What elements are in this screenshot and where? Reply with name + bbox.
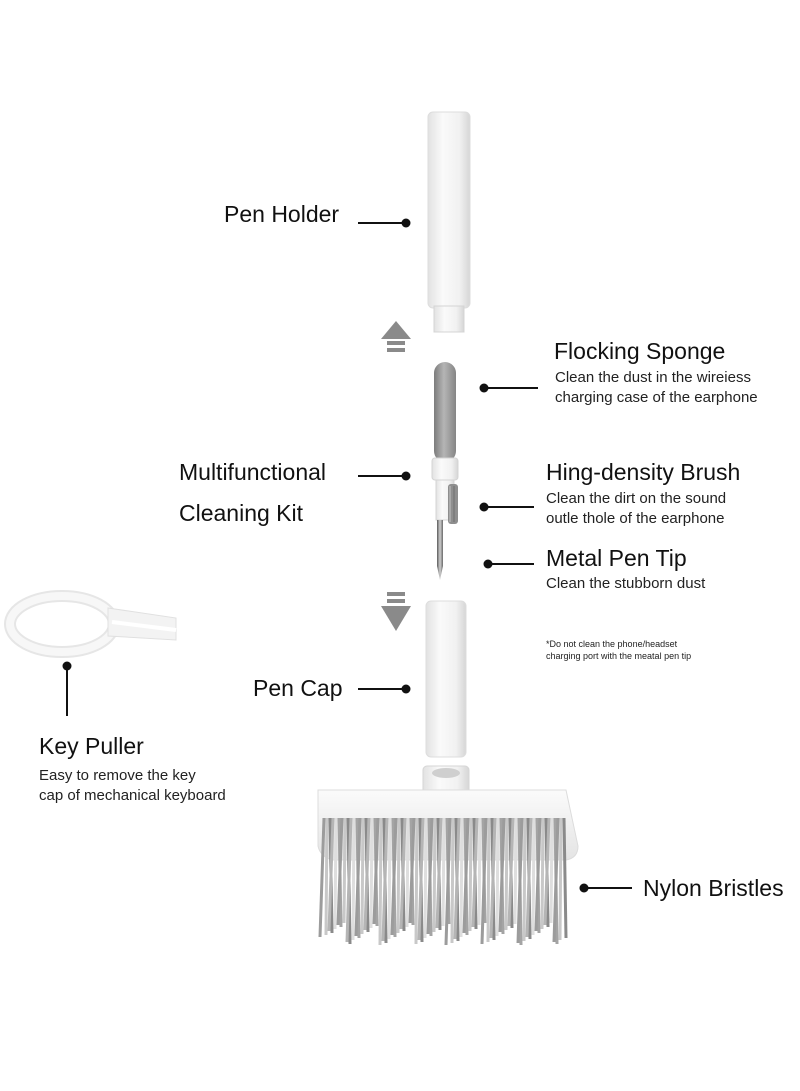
bristle-strand (552, 817, 560, 943)
nylon-brush-part (317, 765, 579, 946)
bristle-strand (462, 817, 470, 934)
bristle-strand (450, 817, 455, 944)
bristle-strand (324, 817, 329, 936)
bristle-strand (558, 817, 563, 941)
leader-lines (62, 218, 632, 893)
bristle-strand (390, 817, 398, 936)
bristle-strand (543, 817, 551, 926)
bristle-strand (354, 817, 362, 937)
warning-note-2: charging port with the meatal pen tip (546, 651, 692, 661)
bristle-strand (498, 817, 506, 933)
bristle-strand (417, 817, 425, 941)
key-puller-title: Key Puller (39, 733, 144, 759)
bristle-strand (351, 817, 356, 941)
down-arrow-icon (381, 592, 411, 631)
bristle-strand (477, 817, 482, 926)
bristle-strand (396, 817, 401, 934)
multifunctional-label-2: Cleaning Kit (179, 500, 304, 526)
bristle-strand (522, 817, 527, 942)
bristle-strand (549, 817, 554, 924)
bristle-strand (525, 817, 533, 938)
bristle-strand (342, 817, 347, 924)
nylon-bristles-label: Nylon Bristles (643, 875, 784, 901)
bristle-strand (504, 817, 509, 931)
flocking-sponge-desc-1: Clean the dust in the wireiess (555, 369, 751, 386)
bristle-strand (486, 817, 491, 943)
bristle-strand (489, 817, 497, 939)
bristle-strand (414, 817, 419, 945)
bristle-strand (513, 817, 518, 925)
pen-holder-label: Pen Holder (224, 201, 340, 227)
bristle-strand (453, 817, 461, 940)
bristle-strand (480, 817, 488, 945)
bristle-strand (435, 817, 443, 929)
key-puller-desc-2: cap of mechanical keyboard (39, 787, 226, 804)
brush-title: Hing-density Brush (546, 459, 741, 485)
bristle-strand (336, 817, 344, 926)
bristle-strand (399, 817, 407, 930)
metal-tip-desc: Clean the stubborn dust (546, 575, 706, 592)
bristle-strand (441, 817, 446, 927)
bristle-strand (405, 817, 410, 928)
up-arrow-icon (381, 321, 411, 352)
bristle-strand (459, 817, 464, 938)
pen-cap-part (425, 600, 467, 758)
bristle-strand (495, 817, 500, 937)
bristle-strand (387, 817, 392, 940)
brush-desc-1: Clean the dirt on the sound (546, 490, 727, 507)
bristle-strand (345, 817, 353, 943)
bristle-strand (423, 817, 428, 939)
cleaning-pen-part (431, 362, 459, 580)
brush-desc-2: outle thole of the earphone (546, 510, 725, 527)
bristle-strand (360, 817, 365, 935)
bristle-strand (318, 817, 326, 938)
flocking-sponge-title: Flocking Sponge (554, 338, 726, 364)
bristle-strand (471, 817, 479, 928)
bristle-strand (468, 817, 473, 932)
metal-tip-title: Metal Pen Tip (546, 545, 687, 571)
key-puller-desc-1: Easy to remove the key (39, 767, 196, 784)
key-puller-part (4, 590, 177, 658)
bristle-strand (363, 817, 371, 931)
bristle-strand (378, 817, 383, 946)
warning-note-1: *Do not clean the phone/headset (546, 639, 678, 649)
bristle-strand (534, 817, 542, 932)
bristle-strand (327, 817, 335, 932)
pen-holder-part (427, 111, 471, 333)
bristle-strand (426, 817, 434, 935)
bristle-strand (408, 817, 416, 924)
bristle-strand (562, 817, 568, 939)
bristle-strand (507, 817, 515, 927)
bristle-strand (333, 817, 338, 930)
bristle-strand (531, 817, 536, 936)
bristle-strand (540, 817, 545, 930)
bristle-strand (444, 817, 452, 946)
pen-cap-label: Pen Cap (253, 675, 343, 701)
bristle-strand (372, 817, 380, 925)
bristles (318, 817, 568, 946)
bristle-strand (516, 817, 524, 944)
bristle-strand (432, 817, 437, 933)
multifunctional-label-1: Multifunctional (179, 459, 327, 485)
bristle-strand (381, 817, 389, 942)
bristle-strand (369, 817, 374, 929)
flocking-sponge-desc-2: charging case of the earphone (555, 389, 758, 406)
